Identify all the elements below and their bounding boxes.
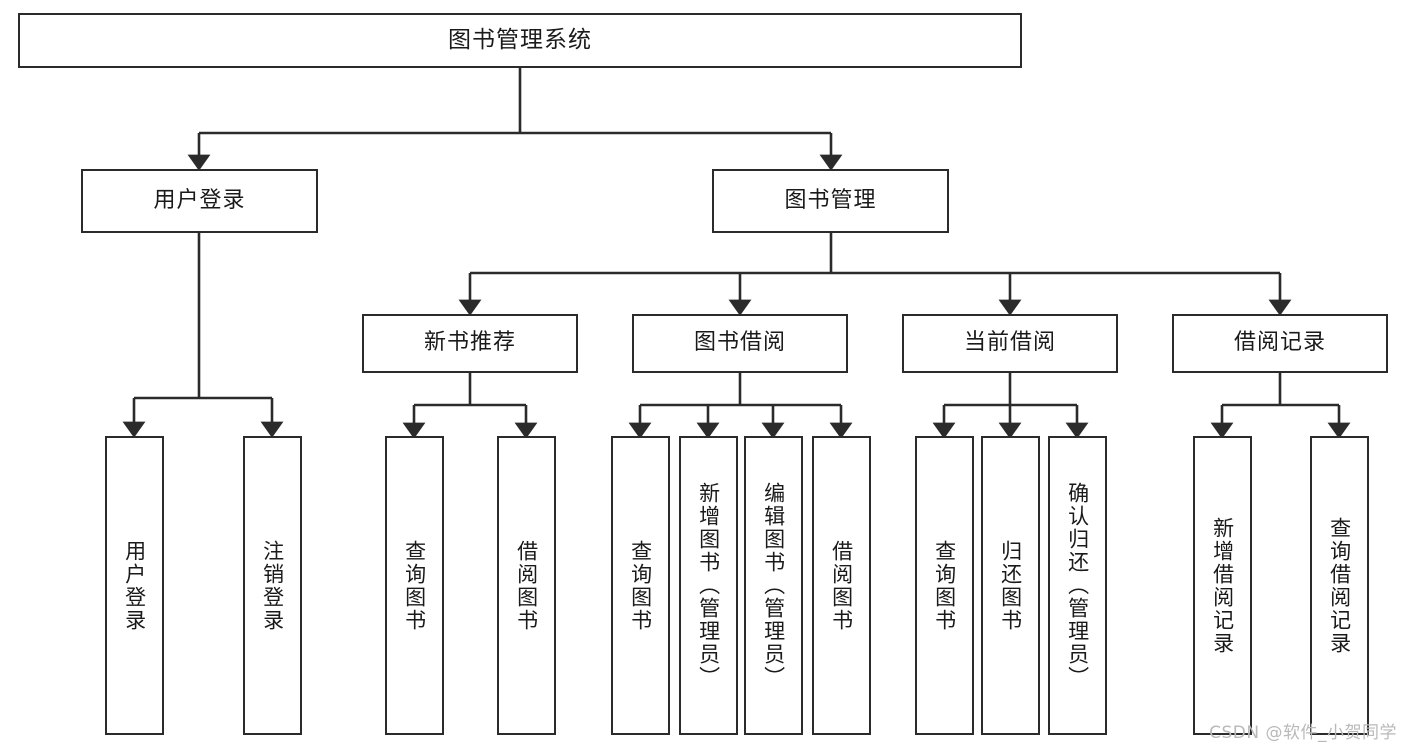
leaf-current-query-book[interactable]: 查询图书: [915, 436, 974, 735]
node-book-management[interactable]: 图书管理: [712, 169, 949, 233]
leaf-borrow-borrow-book[interactable]: 借阅图书: [812, 436, 871, 735]
node-current-borrow[interactable]: 当前借阅: [902, 314, 1118, 373]
node-label: 借阅图书: [514, 539, 539, 632]
leaf-user-login-signout[interactable]: 注销登录: [243, 436, 302, 735]
node-label: 当前借阅: [963, 330, 1056, 356]
node-label: 借阅记录: [1233, 330, 1326, 356]
node-label: 归还图书: [998, 539, 1023, 632]
leaf-borrow-add-book-admin[interactable]: 新增图书（管理员）: [679, 436, 738, 735]
node-label: 编辑图书（管理员）: [761, 482, 786, 689]
leaf-user-login-signin[interactable]: 用户登录: [105, 436, 164, 735]
leaf-current-confirm-return-admin[interactable]: 确认归还（管理员）: [1048, 436, 1107, 735]
node-label: 确认归还（管理员）: [1065, 482, 1090, 689]
leaf-borrow-edit-book-admin[interactable]: 编辑图书（管理员）: [744, 436, 803, 735]
node-label: 新增借阅记录: [1210, 516, 1235, 655]
node-label: 查询借阅记录: [1327, 516, 1352, 655]
leaf-borrow-query-book[interactable]: 查询图书: [611, 436, 670, 735]
node-book-borrow[interactable]: 图书借阅: [632, 314, 848, 373]
node-label: 查询图书: [628, 539, 653, 632]
leaf-current-return-book[interactable]: 归还图书: [981, 436, 1040, 735]
node-user-login[interactable]: 用户登录: [81, 169, 318, 233]
leaf-record-query-record[interactable]: 查询借阅记录: [1310, 436, 1369, 735]
node-label: 图书借阅: [693, 330, 786, 356]
node-root-library-system[interactable]: 图书管理系统: [18, 13, 1022, 68]
node-new-book-recommend[interactable]: 新书推荐: [362, 314, 578, 373]
node-label: 图书管理: [784, 187, 877, 213]
node-label: 图书管理系统: [448, 26, 592, 53]
node-label: 新书推荐: [423, 330, 516, 356]
leaf-recommend-query-book[interactable]: 查询图书: [385, 436, 444, 735]
node-label: 借阅图书: [829, 539, 854, 632]
node-label: 查询图书: [402, 539, 427, 632]
leaf-recommend-borrow-book[interactable]: 借阅图书: [497, 436, 556, 735]
node-label: 用户登录: [122, 539, 147, 632]
node-label: 注销登录: [260, 539, 285, 632]
leaf-record-add-record[interactable]: 新增借阅记录: [1193, 436, 1252, 735]
node-label: 新增图书（管理员）: [696, 482, 721, 689]
node-label: 查询图书: [932, 539, 957, 632]
csdn-watermark: CSDN @软件_小贺同学: [1209, 723, 1397, 743]
node-borrow-record[interactable]: 借阅记录: [1172, 314, 1388, 373]
node-label: 用户登录: [153, 187, 246, 213]
